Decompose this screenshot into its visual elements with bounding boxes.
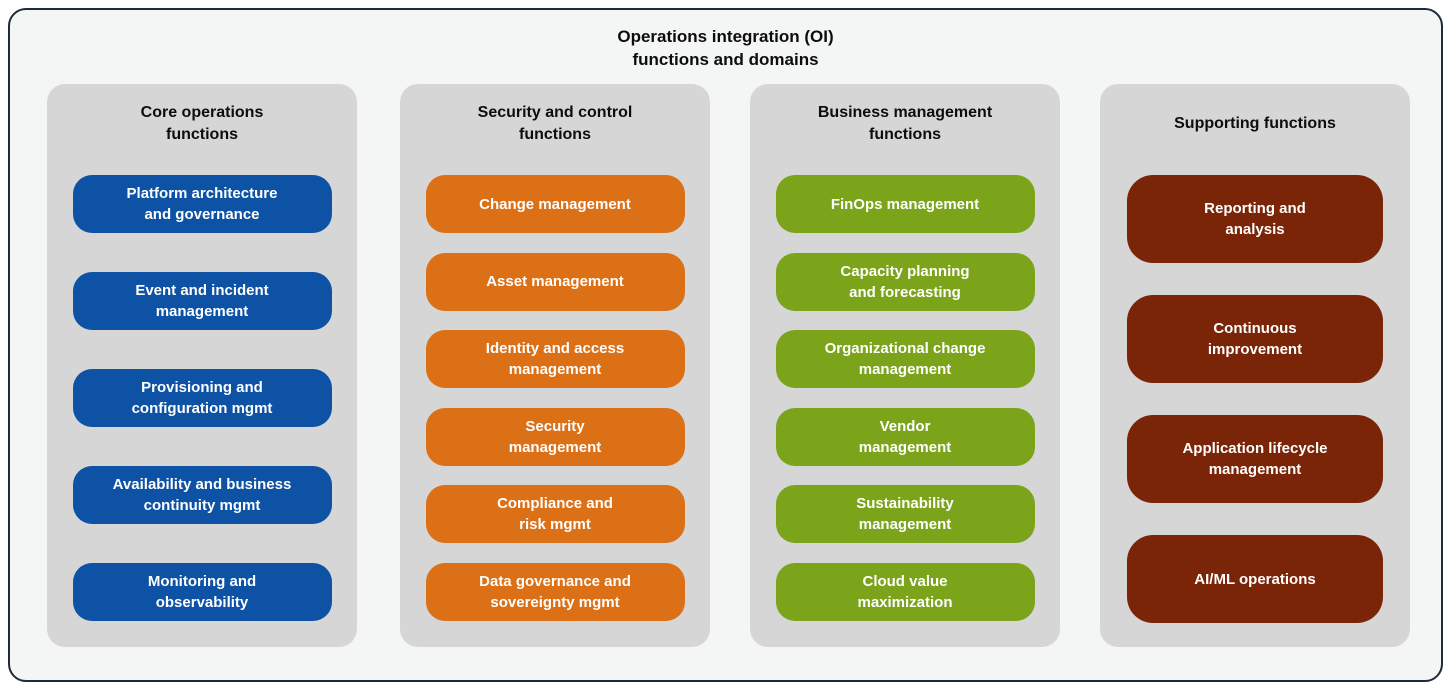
pill-identity-and-access-management: Identity and access management (425, 330, 685, 388)
pill-reporting-and-analysis: Reporting and analysis (1127, 175, 1383, 263)
pill-capacity-planning-and-forecasting: Capacity planning and forecasting (775, 252, 1035, 311)
pill-list-core-operations: Platform architecture and governance Eve… (47, 175, 357, 621)
pill-vendor-management: Vendor management (775, 407, 1035, 466)
pill-finops-management: FinOps management (775, 175, 1035, 233)
column-header-security-and-control: Security and control functions (477, 104, 633, 143)
pill-ai-ml-operations: AI/ML operations (1127, 535, 1383, 623)
pill-compliance-and-risk-mgmt: Compliance and risk mgmt (425, 485, 685, 543)
column-security-and-control-functions: Security and control functions Change ma… (400, 84, 710, 647)
column-header-core-operations: Core operations functions (140, 104, 264, 143)
pill-cloud-value-maximization: Cloud value maximization (775, 562, 1035, 621)
column-business-management-functions: Business management functions FinOps man… (750, 84, 1060, 647)
pill-change-management: Change management (425, 175, 685, 233)
pill-event-and-incident-management: Event and incident management (72, 272, 332, 330)
column-header-supporting: Supporting functions (1174, 115, 1336, 132)
pill-organizational-change-management: Organizational change management (775, 330, 1035, 388)
pill-asset-management: Asset management (425, 252, 685, 311)
diagram-panel: Operations integration (OI) functions an… (8, 8, 1443, 682)
pill-monitoring-and-observability: Monitoring and observability (72, 563, 332, 621)
pill-continuous-improvement: Continuous improvement (1127, 295, 1383, 383)
column-supporting-functions: Supporting functions Reporting and analy… (1100, 84, 1410, 647)
pill-platform-architecture-and-governance: Platform architecture and governance (72, 175, 332, 233)
pill-list-business-management: FinOps management Capacity planning and … (750, 175, 1060, 621)
pill-application-lifecycle-management: Application lifecycle management (1127, 415, 1383, 503)
column-core-operations-functions: Core operations functions Platform archi… (47, 84, 357, 647)
pill-availability-and-business-continuity-mgmt: Availability and business continuity mgm… (72, 466, 332, 524)
pill-security-management: Security management (425, 407, 685, 466)
pill-data-governance-and-sovereignty-mgmt: Data governance and sovereignty mgmt (425, 562, 685, 621)
pill-list-security-and-control: Change management Asset management Ident… (400, 175, 710, 621)
column-header-business-management: Business management functions (817, 104, 993, 143)
pill-provisioning-and-configuration-mgmt: Provisioning and configuration mgmt (72, 369, 332, 427)
diagram-title: Operations integration (OI) functions an… (617, 27, 834, 69)
pill-sustainability-management: Sustainability management (775, 485, 1035, 543)
pill-list-supporting: Reporting and analysis Continuous improv… (1100, 175, 1410, 623)
